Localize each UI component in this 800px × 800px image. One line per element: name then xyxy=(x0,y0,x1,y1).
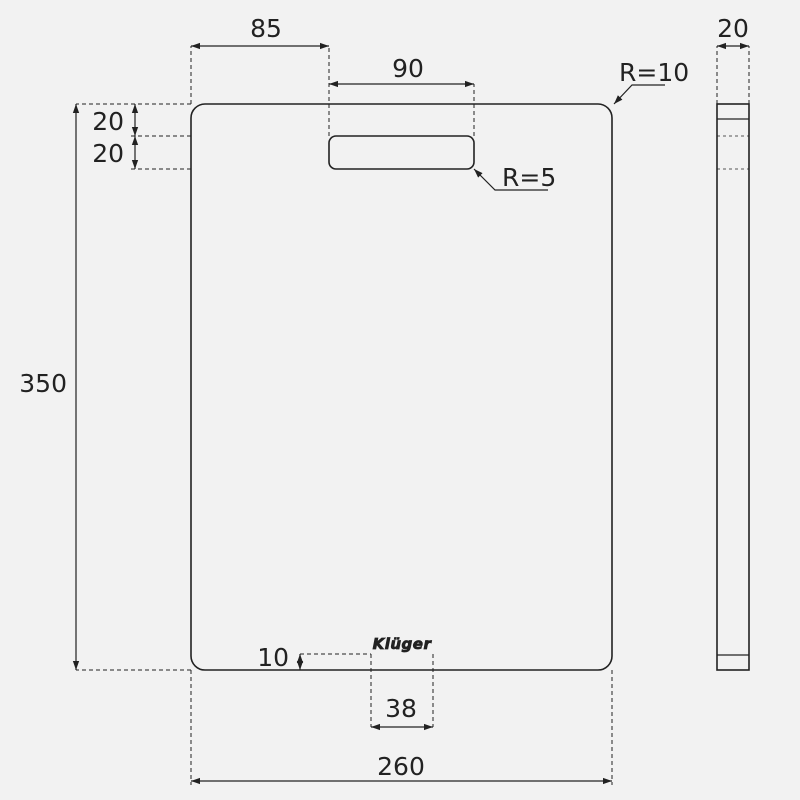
handle-slot xyxy=(328,135,475,170)
leader-r5 xyxy=(473,168,548,191)
dim-label-350: 350 xyxy=(19,369,67,398)
leader-lines xyxy=(473,84,665,191)
dim-label-thickness: 20 xyxy=(717,14,749,43)
dim-label-10: 10 xyxy=(257,643,289,672)
dim-label-85: 85 xyxy=(250,14,282,43)
leader-r10 xyxy=(613,84,665,105)
board-outline xyxy=(190,103,613,671)
brand-logo: Klüger xyxy=(373,635,433,653)
dim-label-260: 260 xyxy=(377,752,425,781)
side-view-outline xyxy=(716,103,750,671)
dim-label-r5: R=5 xyxy=(502,163,556,192)
dim-label-r10: R=10 xyxy=(619,58,689,87)
side-view xyxy=(716,103,750,671)
dim-label-20-top: 20 xyxy=(92,107,124,136)
extension-lines xyxy=(76,46,750,785)
dim-label-20-slot: 20 xyxy=(92,139,124,168)
dim-label-90: 90 xyxy=(392,54,424,83)
dimension-lines xyxy=(72,42,749,785)
dim-label-38: 38 xyxy=(385,694,417,723)
